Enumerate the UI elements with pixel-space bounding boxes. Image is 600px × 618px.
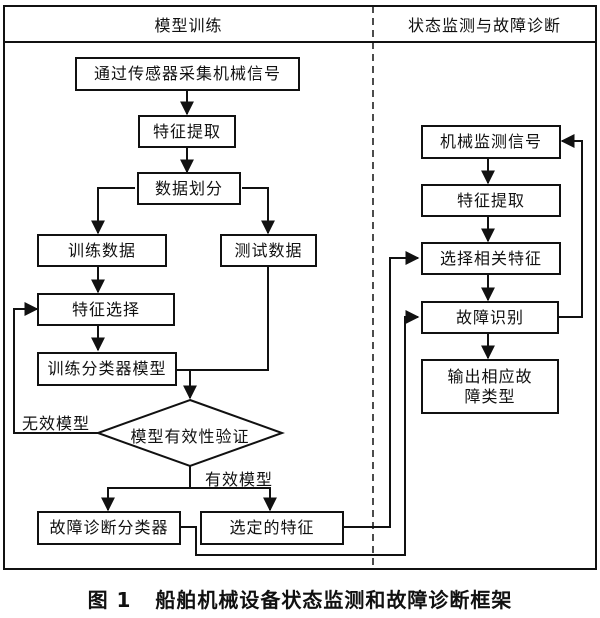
left-panel-header: 模型训练 xyxy=(154,16,223,35)
output-fault-type-box: 输出相应故障类型 xyxy=(421,359,559,414)
arrow-features-to-select-relevant xyxy=(343,251,420,528)
fault-classifier-box: 故障诊断分类器 xyxy=(37,511,181,545)
feature-select-box: 特征选择 xyxy=(37,293,175,326)
selected-features-box: 选定的特征 xyxy=(200,511,344,545)
fault-identify-box: 故障识别 xyxy=(421,301,559,334)
arrow-valid-to-features xyxy=(190,487,277,512)
monitor-signal-box: 机械监测信号 xyxy=(421,125,561,159)
select-relevant-features-box: 选择相关特征 xyxy=(421,242,561,275)
arrow-valid-to-classifier xyxy=(101,466,191,512)
feature-extract-box: 特征提取 xyxy=(138,115,236,148)
arrow-classifier-to-fault-identify xyxy=(180,310,420,556)
valid-model-label: 有效模型 xyxy=(205,470,274,489)
arrow-split-to-test xyxy=(242,187,275,235)
invalid-model-label: 无效模型 xyxy=(22,414,91,433)
collect-signal-box: 通过传感器采集机械信号 xyxy=(75,57,300,91)
arrow-identify-feedback xyxy=(558,134,583,318)
arrow-split-to-train xyxy=(91,187,135,235)
train-classifier-box: 训练分类器模型 xyxy=(37,352,177,386)
test-data-box: 测试数据 xyxy=(220,234,317,267)
right-feature-extract-box: 特征提取 xyxy=(421,184,561,217)
train-data-box: 训练数据 xyxy=(37,234,167,267)
outer-frame xyxy=(3,5,597,570)
data-split-box: 数据划分 xyxy=(137,172,241,205)
figure-caption: 图 1 船舶机械设备状态监测和故障诊断框架 xyxy=(0,584,600,613)
arrow-invalid-loop xyxy=(13,302,98,434)
right-panel-header: 状态监测与故障诊断 xyxy=(407,16,561,35)
figure-label: 图 1 xyxy=(87,588,132,612)
validate-decision-label: 模型有效性验证 xyxy=(130,427,250,446)
arrow-test-to-validate xyxy=(183,267,269,400)
figure-title: 船舶机械设备状态监测和故障诊断框架 xyxy=(155,588,513,612)
